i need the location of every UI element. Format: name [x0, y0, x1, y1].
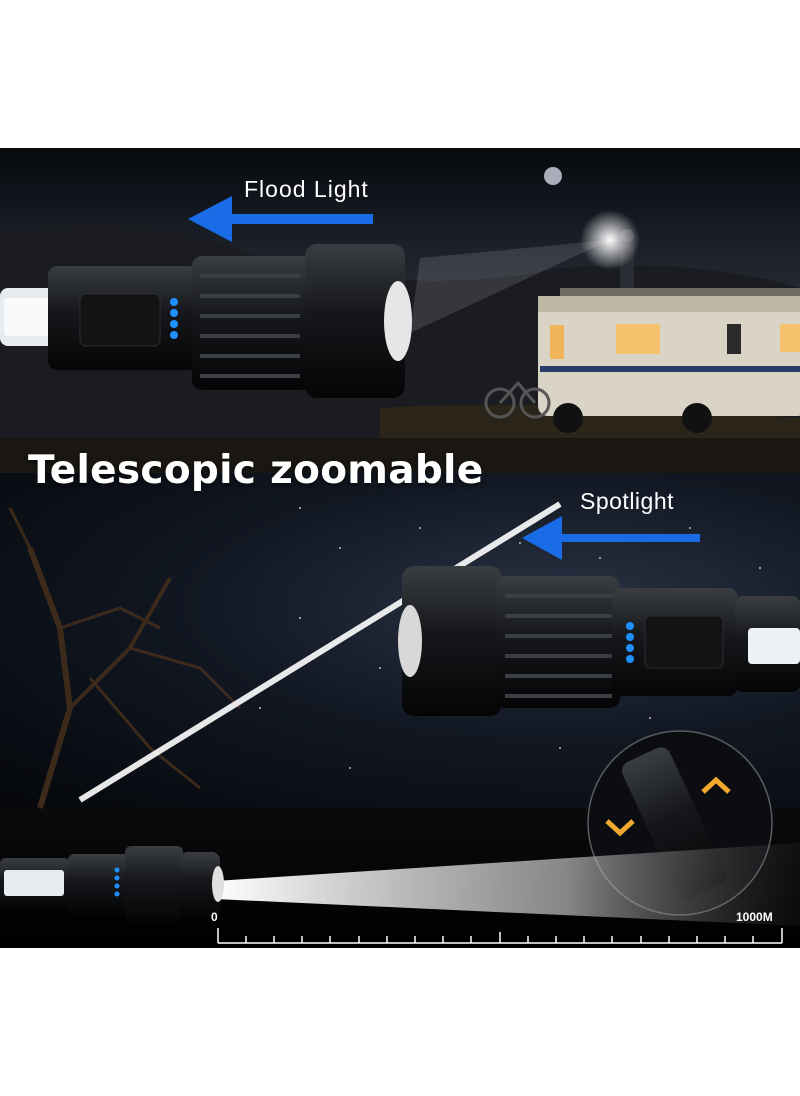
range-start-label: 0: [211, 910, 218, 924]
banner-illustration: [0, 167, 800, 944]
bicycles: [484, 380, 551, 419]
flashlight-range: [0, 846, 224, 922]
range-scale: [217, 928, 783, 944]
flood-arrow: [188, 196, 373, 242]
bare-tree: [8, 507, 242, 809]
range-beam: [215, 843, 800, 926]
flashlight-spot: [398, 566, 800, 716]
flashlight-flood: [0, 244, 412, 398]
rv-camper: [538, 288, 800, 433]
spotlight-label: Spotlight: [580, 488, 675, 514]
spot-arrow: [522, 516, 700, 560]
moon: [544, 167, 562, 185]
headline: Telescopic zoomable: [28, 448, 484, 493]
range-end-label: 1000M: [736, 910, 773, 924]
flood-light-label: Flood Light: [244, 176, 369, 202]
person-on-roof: [410, 210, 640, 333]
spot-beam: [78, 501, 562, 803]
product-banner: Flood Light Telescopic zoomable Spotligh…: [0, 148, 800, 948]
